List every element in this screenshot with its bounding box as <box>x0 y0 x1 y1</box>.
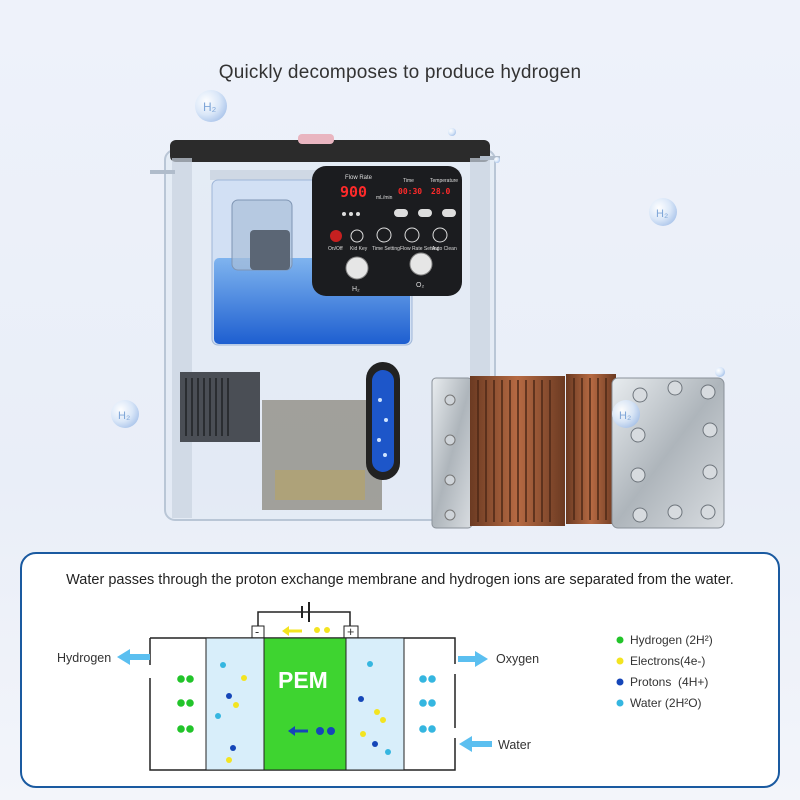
h2-outlet-icon <box>345 256 369 280</box>
hydrogen-particles <box>177 675 194 733</box>
time-readout: 00:30 <box>398 187 422 196</box>
anode-chamber <box>345 637 405 771</box>
legend-swatch-hydrogen <box>616 636 624 644</box>
legend-item: Protons (4H+) <box>630 675 708 689</box>
power-icon[interactable] <box>330 230 342 242</box>
flow-readout: 900 <box>340 183 367 201</box>
o2-outlet-icon <box>409 252 433 276</box>
page-title: Quickly decomposes to produce hydrogen <box>218 62 582 83</box>
electron-flow-arrow <box>282 626 330 636</box>
temp-readout: 28.0 <box>431 187 450 196</box>
h2-outlet-label: H₂ <box>352 286 360 293</box>
temperature-label: Temperature <box>430 178 458 184</box>
h2-bubbles: H₂ H₂ H₂ H₂ <box>111 90 725 428</box>
lower-internals <box>180 372 382 510</box>
legend-item: Electrons(4e-) <box>630 654 705 668</box>
flow-rate-label: Flow Rate <box>345 175 373 181</box>
legend-item: Water (2H²O) <box>630 696 702 710</box>
auto-clean-icon[interactable] <box>432 227 448 243</box>
time-setting-label: Time Setting <box>372 246 400 252</box>
hydrogen-out-arrow <box>117 649 150 665</box>
water-in-arrow <box>459 736 492 752</box>
auto-clean-label: Auto Clean <box>432 246 457 252</box>
electrolysis-stack-rear <box>566 374 725 529</box>
battery-icon <box>301 602 310 622</box>
pem-label: PEM <box>278 667 328 693</box>
minus-terminal: - <box>255 625 259 639</box>
water-input-label: Water <box>498 738 531 752</box>
on-off-key-label: On/Off <box>328 246 343 252</box>
legend-swatch-protons <box>616 678 624 686</box>
flow-unit-label: mL/min <box>376 195 393 201</box>
external-circuit <box>257 611 351 628</box>
electrolytic-cell: PEM <box>149 637 456 771</box>
time-label: Time <box>403 178 414 184</box>
legend-swatch-water <box>616 699 624 707</box>
anode-particles <box>358 661 391 755</box>
legend-item: Hydrogen (2H²) <box>630 633 713 647</box>
lock-icon[interactable] <box>350 229 364 243</box>
o2-outlet-label: O₂ <box>416 282 424 289</box>
bubble-label: H₂ <box>619 410 631 422</box>
sight-glass <box>366 362 400 480</box>
control-panel: Flow Rate Time Temperature 900 mL/min 00… <box>312 166 462 296</box>
oxygen-out-arrow <box>458 651 488 667</box>
minus-icon[interactable] <box>376 227 392 243</box>
proton-flow-arrow <box>288 726 335 736</box>
electrolysis-stack-front <box>431 376 565 529</box>
oxygen-output-label: Oxygen <box>496 652 539 666</box>
legend: Hydrogen (2H²) Electrons(4e-) Protons (4… <box>616 633 713 710</box>
bubble-label: H₂ <box>656 208 668 220</box>
flow-rate-setting-label: Flow Rate Setting <box>400 246 440 252</box>
cathode-particles <box>215 662 247 763</box>
hydrogen-generator-illustration: Flow Rate Time Temperature 900 mL/min 00… <box>111 90 725 529</box>
bubble-label: H₂ <box>118 410 130 422</box>
plus-icon[interactable] <box>404 227 420 243</box>
water-particles <box>419 675 436 733</box>
plus-terminal: + <box>347 625 354 639</box>
panel-caption: Water passes through the proton exchange… <box>66 572 734 588</box>
pem-membrane <box>263 637 347 771</box>
hydrogen-output-label: Hydrogen <box>57 651 111 665</box>
kid-key-label: Kid Key <box>350 246 368 252</box>
legend-swatch-electrons <box>616 657 624 665</box>
bubble-label: H₂ <box>203 100 217 114</box>
